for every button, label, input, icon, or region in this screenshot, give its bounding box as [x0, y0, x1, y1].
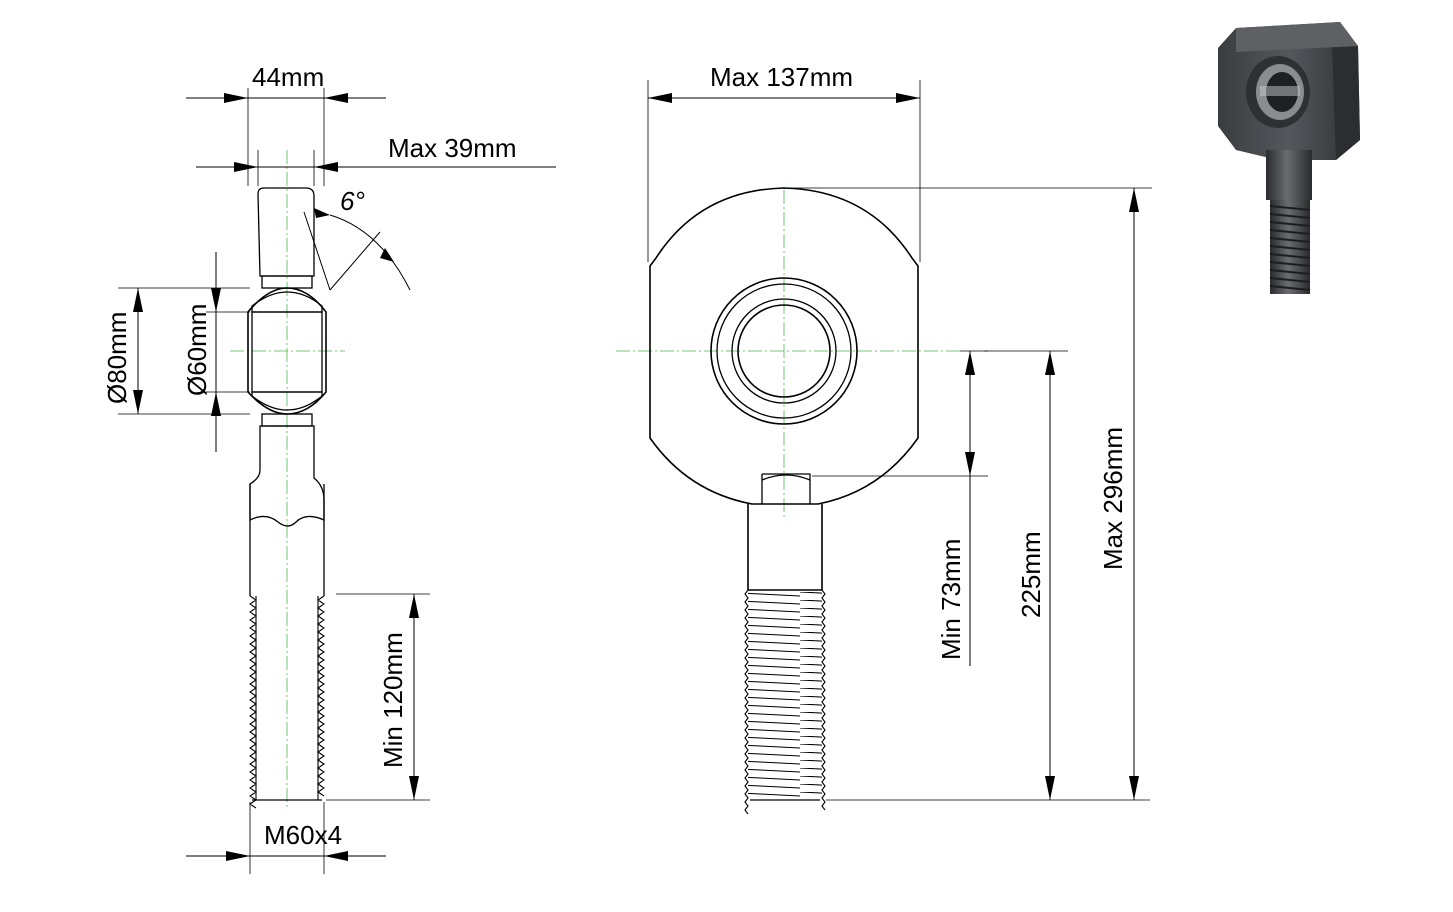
outer-diameter-label: Ø80mm [102, 312, 132, 404]
thread-size-label: M60x4 [264, 820, 342, 850]
front-thread-right [821, 589, 826, 811]
rod-end-render [1218, 22, 1360, 294]
tilt-angle-label: 6° [340, 186, 365, 216]
center-to-end-label: 225mm [1016, 531, 1046, 618]
thread-length-label: Min 120mm [378, 632, 408, 768]
bore-diameter-label: Ø60mm [182, 304, 212, 396]
thread-right-edge [317, 595, 325, 797]
side-section-view: 44mm Max 39mm 6° Ø80mm Ø60mm Min 120mm M… [102, 62, 556, 874]
shank-length-label: Min 73mm [936, 539, 966, 660]
front-width-label: Max 137mm [710, 62, 853, 92]
ball-width-label: Max 39mm [388, 133, 517, 163]
front-view: Max 137mm Min 73mm 225mm Max 296mm [616, 62, 1152, 815]
thread-left-edge [249, 595, 257, 809]
overall-length-label: Max 296mm [1098, 427, 1128, 570]
front-thread-left [744, 589, 749, 815]
side-width-label: 44mm [252, 62, 324, 92]
